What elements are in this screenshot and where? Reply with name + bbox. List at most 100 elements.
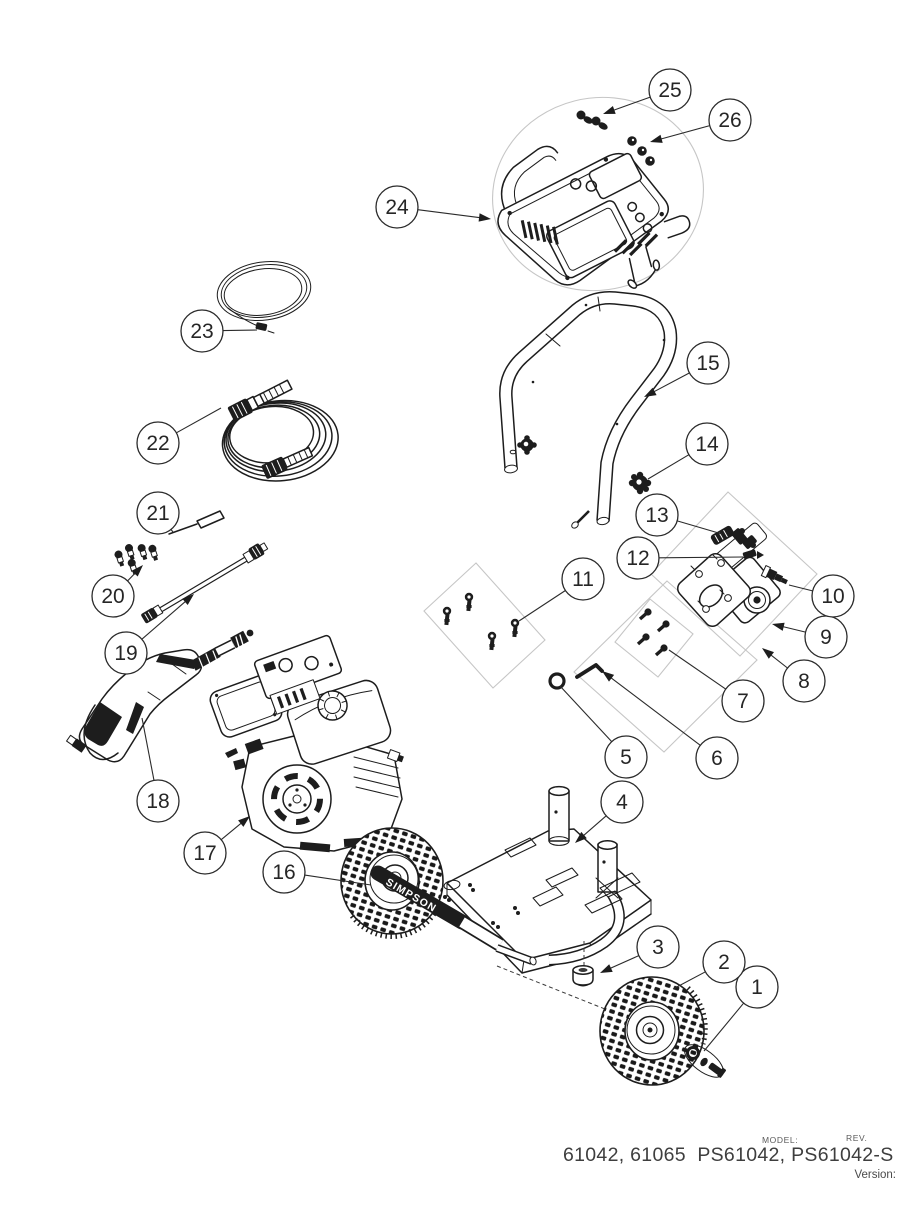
leader-line-18 <box>141 717 155 781</box>
rev-label: REV. <box>846 1133 867 1143</box>
callout-8: 8 <box>762 648 826 703</box>
callout-number-3: 3 <box>652 936 664 959</box>
callout-circle-15 <box>686 341 730 385</box>
callout-circle-2 <box>702 940 746 984</box>
leader-line-26 <box>658 125 710 141</box>
callout-circle-22 <box>136 421 180 465</box>
callout-circle-19 <box>104 631 148 675</box>
leader-arrow-4 <box>575 831 587 843</box>
callout-circle-26 <box>708 98 752 142</box>
callout-circle-21 <box>136 491 180 535</box>
callout-circle-20 <box>91 574 135 618</box>
leader-line-11 <box>518 590 566 622</box>
callout-number-8: 8 <box>798 670 810 693</box>
callout-circle-24 <box>375 185 419 229</box>
leader-line-17 <box>220 821 244 841</box>
callout-number-9: 9 <box>820 626 832 649</box>
leader-arrow-17 <box>238 816 250 827</box>
callout-circle-17 <box>183 831 227 875</box>
callout-number-22: 22 <box>146 432 169 455</box>
callout-number-5: 5 <box>620 746 632 769</box>
pump-flange-posts <box>690 554 732 613</box>
handle-bolt <box>571 510 590 529</box>
leader-arrow-19 <box>182 594 194 605</box>
oring-illustration <box>548 672 566 690</box>
callout-number-20: 20 <box>101 585 124 608</box>
callout-6: 6 <box>602 671 739 780</box>
nozzle-cleaner-illustration <box>168 510 225 535</box>
hose-coupler-top <box>227 379 293 422</box>
callout-number-26: 26 <box>718 109 741 132</box>
callout-circle-16 <box>262 850 306 894</box>
leader-arrow-26 <box>650 134 663 143</box>
callout-circle-3 <box>636 925 680 969</box>
leader-line-23 <box>222 329 258 332</box>
pressure-hose-illustration <box>221 379 339 482</box>
pump-illustration <box>677 522 788 627</box>
callout-number-7: 7 <box>737 690 749 713</box>
leader-line-5 <box>559 685 613 742</box>
callout-circle-11 <box>561 557 605 601</box>
leader-line-10 <box>788 584 813 592</box>
callout-number-4: 4 <box>616 791 628 814</box>
callout-number-2: 2 <box>718 951 730 974</box>
callout-1: 1 <box>703 965 779 1052</box>
leader-arrow-24 <box>478 213 491 222</box>
callout-number-1: 1 <box>751 976 763 999</box>
engine-illustration <box>209 634 404 853</box>
callout-25: 25 <box>603 68 692 114</box>
callout-21: 21 <box>136 491 180 535</box>
callout-17: 17 <box>183 816 250 875</box>
callout-2: 2 <box>672 940 746 990</box>
callout-number-13: 13 <box>645 504 668 527</box>
model-numbers-text: 61042, 61065 PS61042, PS61042-S <box>563 1144 894 1166</box>
callout-7: 7 <box>668 649 765 723</box>
outlet-fitting <box>760 565 788 585</box>
callout-22: 22 <box>136 407 222 465</box>
chemical-injector <box>742 549 764 560</box>
callout-number-14: 14 <box>695 433 719 456</box>
callout-15: 15 <box>644 341 730 397</box>
callout-circle-6 <box>695 736 739 780</box>
group-outline-boxes <box>423 96 818 753</box>
leader-line-12 <box>658 556 744 559</box>
nozzle-set-illustration <box>114 544 158 575</box>
leader-arrow-15 <box>644 387 657 397</box>
callout-circle-23 <box>180 309 224 353</box>
frame-posts <box>548 785 619 899</box>
callout-circle-4 <box>600 780 644 824</box>
callout-number-18: 18 <box>146 790 169 813</box>
callout-number-24: 24 <box>385 196 409 219</box>
knob-illustration <box>628 471 652 495</box>
callout-11: 11 <box>518 557 605 622</box>
callout-number-25: 25 <box>658 79 681 102</box>
callout-number-15: 15 <box>696 352 719 375</box>
callout-number-23: 23 <box>190 320 213 343</box>
leader-line-25 <box>611 96 651 112</box>
callout-number-19: 19 <box>114 642 137 665</box>
leader-line-16 <box>304 874 372 886</box>
vent-slots-left <box>520 220 559 245</box>
leader-arrow-20 <box>131 565 143 577</box>
leader-arrow-6 <box>602 671 615 682</box>
leader-line-8 <box>768 653 788 669</box>
callout-10: 10 <box>788 574 855 618</box>
callout-13: 13 <box>635 493 723 537</box>
leader-line-24 <box>417 209 483 219</box>
callout-5: 5 <box>559 685 648 779</box>
footer: 61042, 61065 PS61042, PS61042-S MODEL: R… <box>563 1133 896 1181</box>
lance-grip <box>190 629 254 671</box>
callout-circle-1 <box>735 965 779 1009</box>
vent-slots-bottom <box>613 231 659 257</box>
pump-screws-illustration <box>636 608 670 657</box>
callout-number-16: 16 <box>272 861 295 884</box>
callout-3: 3 <box>600 925 680 973</box>
leader-line-15 <box>651 372 690 394</box>
callout-number-10: 10 <box>821 585 844 608</box>
callout-circle-14 <box>685 422 729 466</box>
callout-4: 4 <box>575 780 644 843</box>
spray-gun-illustration <box>66 629 254 763</box>
